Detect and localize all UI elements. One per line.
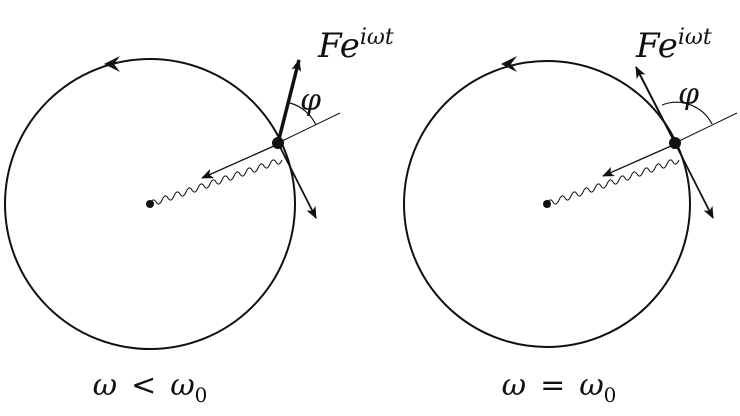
caption: ω<ω0	[93, 368, 208, 407]
orbit-circle	[403, 60, 691, 348]
spring	[149, 159, 283, 205]
driving-force-arrow	[635, 66, 676, 144]
driving-force-arrow	[276, 59, 302, 144]
origin-point	[146, 200, 154, 208]
angle-label: φ	[678, 77, 699, 112]
reference-line	[277, 112, 341, 144]
velocity-arrow	[277, 142, 317, 219]
caption: ω=ω0	[502, 368, 617, 407]
origin-point	[543, 200, 551, 208]
force-label: Feiωt	[317, 25, 394, 66]
spring	[546, 159, 680, 205]
panel-right: Feiωt φ ω=ω0	[403, 25, 738, 407]
orbit-circle	[4, 58, 296, 350]
angle-arc	[661, 101, 713, 125]
orbit-direction-arrow-icon	[104, 56, 120, 72]
angle-label: φ	[300, 83, 321, 118]
velocity-arrow	[674, 142, 714, 219]
panel-left: Feiωt φ ω<ω0	[4, 25, 394, 407]
orbit-direction-arrow-icon	[501, 56, 517, 72]
restoring-force-arrow	[602, 145, 672, 177]
reference-line	[674, 112, 738, 144]
restoring-force-arrow	[201, 145, 275, 179]
angle-arc	[289, 102, 317, 126]
force-label: Feiωt	[635, 25, 712, 66]
